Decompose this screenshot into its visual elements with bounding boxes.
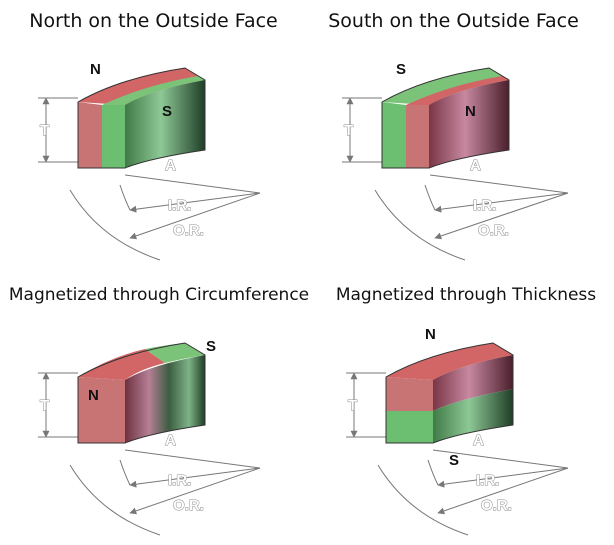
inner-radius-label: I.R. bbox=[168, 472, 191, 489]
radius-dimensions: A I.R. O.R. bbox=[69, 432, 261, 536]
arc-magnet-diagram: T A I.R. O.R. S N bbox=[342, 61, 569, 261]
pole-label-south: S bbox=[162, 103, 172, 120]
thickness-dimension: T bbox=[38, 372, 78, 438]
angle-label: A bbox=[165, 432, 176, 449]
thickness-dimension: T bbox=[346, 372, 386, 438]
thickness-dimension: T bbox=[38, 97, 78, 163]
arc-magnet-diagram: T A I.R. O.R. N S bbox=[38, 338, 261, 536]
thickness-dimension: T bbox=[342, 97, 382, 163]
thickness-label: T bbox=[344, 122, 353, 139]
thickness-label: T bbox=[348, 397, 357, 414]
thickness-label: T bbox=[40, 397, 49, 414]
magnet: S N bbox=[381, 61, 510, 169]
magnet: N S bbox=[77, 338, 216, 444]
angle-label: A bbox=[470, 157, 481, 174]
magnet: N S bbox=[77, 61, 206, 169]
radius-dimensions: A I.R. O.R. bbox=[69, 157, 261, 261]
panel-circumference: Magnetized through Circumference T A I.R… bbox=[0, 285, 318, 545]
pole-label-north: N bbox=[90, 61, 101, 78]
panel-north-outside: North on the Outside Face T A I.R. O.R. bbox=[0, 10, 307, 270]
pole-label-south: S bbox=[396, 61, 406, 78]
arc-magnet-diagram: T A I.R. O.R. N S bbox=[38, 61, 261, 261]
arc-magnet-diagram: T A I.R. O.R. N S bbox=[346, 326, 569, 536]
panel-south-outside: South on the Outside Face T A I.R. O.R. … bbox=[300, 10, 607, 270]
outer-radius-label: O.R. bbox=[173, 497, 204, 514]
panel-title: North on the Outside Face bbox=[29, 10, 278, 32]
panel-title: South on the Outside Face bbox=[328, 10, 579, 32]
angle-label: A bbox=[165, 157, 176, 174]
angle-label: A bbox=[473, 432, 484, 449]
pole-label-south: S bbox=[449, 452, 459, 469]
panel-title: Magnetized through Circumference bbox=[8, 285, 310, 305]
outer-radius-label: O.R. bbox=[481, 497, 512, 514]
panel-title: Magnetized through Thickness bbox=[335, 285, 597, 305]
thickness-label: T bbox=[40, 122, 49, 139]
outer-radius-label: O.R. bbox=[173, 222, 204, 239]
inner-radius-label: I.R. bbox=[473, 197, 496, 214]
radius-dimensions: A I.R. O.R. bbox=[374, 157, 569, 261]
panel-thickness: Magnetized through Thickness T A I.R. O.… bbox=[318, 285, 614, 545]
inner-radius-label: I.R. bbox=[476, 472, 499, 489]
pole-label-north: N bbox=[465, 103, 476, 120]
pole-label-north: N bbox=[425, 326, 436, 343]
inner-radius-label: I.R. bbox=[168, 197, 191, 214]
pole-label-south: S bbox=[206, 338, 216, 355]
magnet: N S bbox=[385, 326, 514, 469]
pole-label-north: N bbox=[88, 387, 99, 404]
radius-dimensions: A I.R. O.R. bbox=[377, 432, 569, 536]
outer-radius-label: O.R. bbox=[478, 222, 509, 239]
